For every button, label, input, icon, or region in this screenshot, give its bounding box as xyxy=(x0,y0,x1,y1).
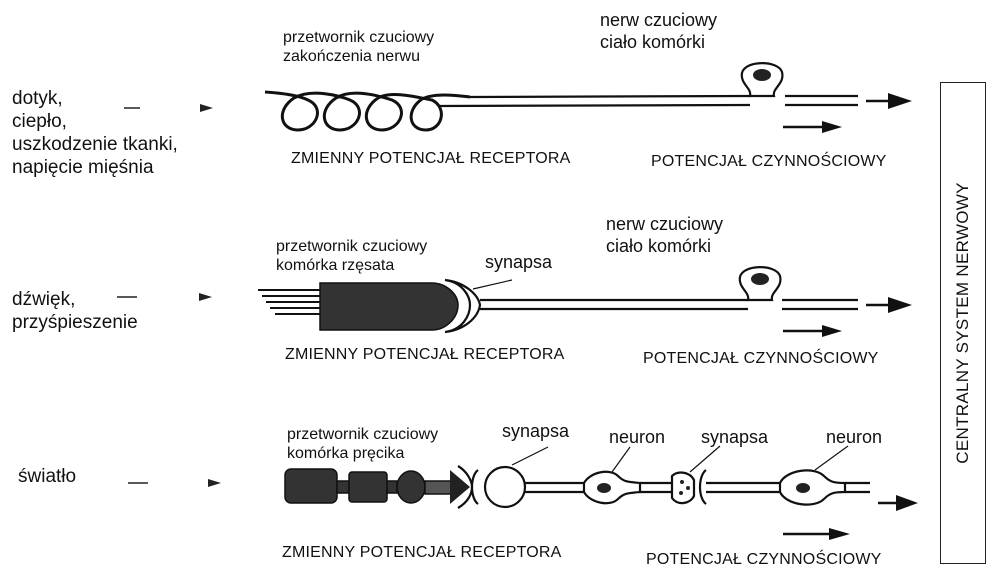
row3-neuron-body-2 xyxy=(780,446,848,505)
row1-transducer-line: przetwornik czuciowy xyxy=(283,28,434,47)
row3-fiber-segment-1 xyxy=(525,483,584,492)
row2-action-potential-caption: POTENCJAŁ CZYNNOŚCIOWY xyxy=(643,350,879,368)
row1-cell-body xyxy=(742,63,783,96)
row2-transducer-label: przetwornik czuciowy komórka rzęsata xyxy=(276,237,427,275)
row3-fiber-segment-4 xyxy=(845,483,870,492)
row3-transducer-line: komórka pręcika xyxy=(287,444,438,463)
row2-nerve-line: ciało komórki xyxy=(606,235,723,257)
row2-stimulus-line: przyśpieszenie xyxy=(12,311,138,334)
row2-nerve-line: nerw czuciowy xyxy=(606,213,723,235)
row1-stimulus-label: dotyk, ciepło, uszkodzenie tkanki, napię… xyxy=(12,87,178,179)
row2-stimulus-label: dźwięk, przyśpieszenie xyxy=(12,288,138,334)
row2-hair-bundle xyxy=(258,290,322,314)
row2-action-arrows xyxy=(783,297,912,337)
row2-stimulus-line: dźwięk, xyxy=(12,288,138,311)
row2-receptor-potential-caption: ZMIENNY POTENCJAŁ RECEPTORA xyxy=(285,346,565,364)
row3-synapse-2 xyxy=(672,446,720,504)
row1-nerve-endings xyxy=(265,92,470,130)
row3-fiber-segment-3 xyxy=(706,483,780,492)
row3-stimulus-line: światło xyxy=(18,465,76,488)
row1-stimulus-line: uszkodzenie tkanki, xyxy=(12,133,178,156)
row2-transducer-line: komórka rzęsata xyxy=(276,256,427,275)
row2-cell-body xyxy=(740,267,781,300)
row1-stimulus-line: ciepło, xyxy=(12,110,178,133)
row3-stimulus-arrow xyxy=(128,479,221,487)
row2-nerve-label: nerw czuciowy ciało komórki xyxy=(606,213,723,257)
row1-action-potential-caption: POTENCJAŁ CZYNNOŚCIOWY xyxy=(651,153,887,171)
row3-fiber-segment-2 xyxy=(640,483,672,492)
row3-rod-terminal xyxy=(450,466,472,508)
row1-nerve-label: nerw czuciowy ciało komórki xyxy=(600,9,717,53)
row3-transducer-label: przetwornik czuciowy komórka pręcika xyxy=(287,425,438,463)
row3-rod-cell xyxy=(285,469,451,503)
row3-transducer-line: przetwornik czuciowy xyxy=(287,425,438,444)
row3-stimulus-label: światło xyxy=(18,465,76,488)
row1-action-arrows xyxy=(783,93,912,133)
row3-neuron-body-1 xyxy=(584,447,640,503)
row3-synapse-label-1: synapsa xyxy=(502,420,569,442)
row1-nerve-line: nerw czuciowy xyxy=(600,9,717,31)
row2-transducer-line: przetwornik czuciowy xyxy=(276,237,427,256)
row1-nerve-line: ciało komórki xyxy=(600,31,717,53)
row1-stimulus-line: napięcie mięśnia xyxy=(12,156,178,179)
cns-label: CENTRALNY SYSTEM NERWOWY xyxy=(953,182,973,463)
row1-stimulus-line: dotyk, xyxy=(12,87,178,110)
row3-neuron-label-1: neuron xyxy=(609,426,665,448)
row2-nerve-fiber xyxy=(480,300,858,309)
row3-bipolar-neuron-1 xyxy=(472,447,548,507)
row2-hair-cell xyxy=(320,283,458,330)
row1-nerve-fiber xyxy=(440,96,858,106)
row3-synapse-label-2: synapsa xyxy=(701,426,768,448)
row2-synapse-label: synapsa xyxy=(485,251,552,273)
row3-neuron-label-2: neuron xyxy=(826,426,882,448)
row1-transducer-line: zakończenia nerwu xyxy=(283,47,434,66)
row3-receptor-potential-caption: ZMIENNY POTENCJAŁ RECEPTORA xyxy=(282,544,562,562)
row1-receptor-potential-caption: ZMIENNY POTENCJAŁ RECEPTORA xyxy=(291,150,571,168)
row3-action-potential-caption: POTENCJAŁ CZYNNOŚCIOWY xyxy=(646,551,882,569)
row1-transducer-label: przetwornik czuciowy zakończenia nerwu xyxy=(283,28,434,66)
